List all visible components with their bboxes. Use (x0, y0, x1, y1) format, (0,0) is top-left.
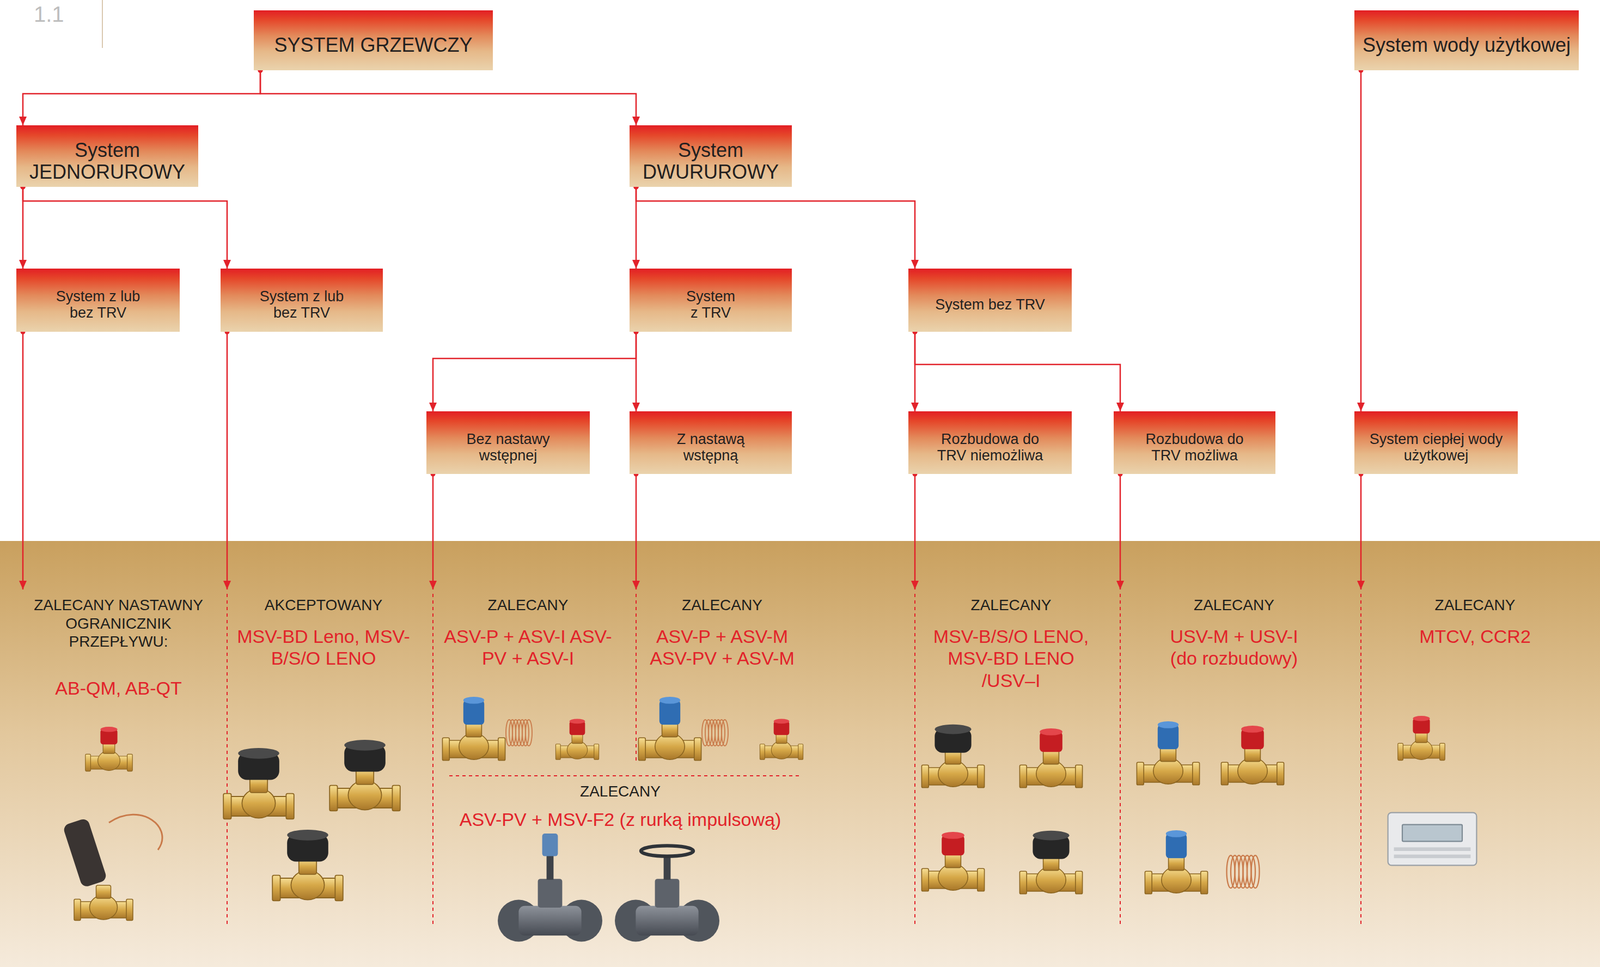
box-label: Z nastawą wstępną (672, 431, 749, 464)
valve-icon (329, 739, 401, 811)
product-list: ASV-P + ASV-I ASV-PV + ASV-I (435, 625, 621, 670)
connector (635, 473, 638, 590)
capillary-icon (701, 719, 729, 746)
box-label: System JEDNORUROWY (24, 139, 191, 183)
page-number: 1.1 (33, 2, 65, 27)
recommendation-panel: ZALECANY ASV-P + ASV-M ASV-PV + ASV-M (629, 589, 815, 769)
box-label: System ciepłej wody użytkowej (1362, 431, 1510, 464)
category-box: Rozbudowa do TRV możliwa (1113, 411, 1276, 474)
connector (22, 70, 261, 126)
valve-icon (921, 831, 985, 891)
connector (914, 331, 1121, 412)
result-band (0, 540, 1600, 967)
category-box: SYSTEM GRZEWCZY (253, 10, 493, 71)
controller-icon (1388, 812, 1477, 866)
category-box: System DWURUROWY (629, 125, 792, 187)
connector (914, 473, 916, 590)
recommendation-panel: ZALECANY MTCV, CCR2 (1354, 589, 1596, 926)
category-box: System wody użytkowej (1354, 10, 1579, 71)
panel-heading: ZALECANY (1125, 595, 1343, 615)
recommendation-panel: ZALECANY ASV-PV + MSV-F2 (z rurką impulso… (426, 775, 815, 964)
panel-heading: ZALECANY (435, 595, 621, 615)
valve-icon (85, 726, 133, 772)
product-list: AB-QM, AB-QT (26, 676, 212, 700)
panel-heading: ZALECANY (918, 595, 1104, 615)
product-list: ASV-PV + MSV-F2 (z rurką impulsową) (435, 808, 806, 831)
box-label: System bez TRV (935, 296, 1046, 314)
recommendation-panel: ZALECANY MSV-B/S/O LENO, MSV-BD LENO /USV… (908, 589, 1114, 926)
connector (636, 186, 915, 269)
category-box: System ciepłej wody użytkowej (1354, 411, 1518, 474)
valve-icon (759, 718, 803, 760)
panel-heading: ZALECANY (634, 595, 810, 615)
connector (432, 473, 435, 590)
actuator-valve-icon (62, 814, 163, 920)
capillary-icon (505, 719, 533, 746)
valve-icon (1019, 830, 1083, 894)
category-box: Z nastawą wstępną (629, 411, 792, 474)
valve-icon (1019, 728, 1083, 788)
category-box: System bez TRV (908, 268, 1072, 332)
valve-icon (555, 718, 599, 760)
category-box: System z TRV (629, 268, 792, 332)
product-list: ASV-P + ASV-M ASV-PV + ASV-M (634, 625, 810, 670)
recommendation-panel: ZALECANY USV-M + USV-I (do rozbudowy) (1113, 589, 1355, 926)
flanged-valve-icon (614, 845, 720, 942)
panel-heading: ZALECANY (1366, 595, 1585, 615)
category-box: System z lub bez TRV (220, 268, 383, 332)
capillary-icon (1226, 855, 1260, 888)
connector (226, 331, 229, 590)
valve-icon (223, 747, 295, 820)
valve-icon (638, 696, 701, 761)
panel-heading: ZALECANY NASTAWNY OGRANICZNIK PRZEPŁYWU: (28, 595, 209, 651)
connector (635, 331, 638, 412)
connector (1360, 473, 1363, 590)
product-list: USV-M + USV-I (do rozbudowy) (1160, 625, 1308, 670)
box-label: System z lub bez TRV (247, 288, 357, 321)
connector (432, 331, 637, 412)
box-label: System z lub bez TRV (43, 288, 153, 321)
panel-heading: ZALECANY (435, 782, 806, 801)
category-box: System JEDNORUROWY (16, 125, 199, 187)
panel-heading: AKCEPTOWANY (230, 595, 417, 615)
connector (22, 331, 24, 590)
product-list: MSV-B/S/O LENO, MSV-BD LENO /USV–I (926, 625, 1096, 692)
column-dividers (227, 593, 1361, 926)
recommendation-panel: ZALECANY ASV-P + ASV-I ASV-PV + ASV-I (426, 589, 630, 769)
connector (1119, 473, 1122, 590)
recommendation-panel: ZALECANY NASTAWNY OGRANICZNIK PRZEPŁYWU:… (16, 589, 221, 926)
valve-icon (1144, 829, 1208, 894)
box-label: Rozbudowa do TRV niemożliwa (924, 431, 1056, 464)
box-label: System z TRV (680, 288, 741, 321)
page-rule (101, 0, 103, 48)
valve-icon (1136, 721, 1200, 785)
box-label: Bez nastawy wstępnej (461, 431, 555, 464)
valve-icon (1220, 725, 1284, 785)
category-box: Bez nastawy wstępnej (426, 411, 590, 474)
recommendation-panel: AKCEPTOWANY MSV-BD Leno, MSV-B/S/O LENO (220, 589, 427, 926)
product-list: MSV-BD Leno, MSV-B/S/O LENO (228, 625, 419, 670)
valve-icon (442, 696, 505, 761)
category-box: Rozbudowa do TRV niemożliwa (908, 411, 1072, 474)
category-box: System z lub bez TRV (16, 268, 180, 332)
box-label: Rozbudowa do TRV możliwa (1129, 431, 1261, 464)
product-list: MTCV, CCR2 (1366, 625, 1585, 648)
connector (22, 186, 228, 269)
connector (1360, 70, 1363, 412)
box-label: SYSTEM GRZEWCZY (273, 34, 473, 57)
connector (260, 70, 637, 126)
valve-icon (921, 724, 985, 788)
box-label: System DWURUROWY (636, 139, 785, 183)
box-label: System wody użytkowej (1362, 34, 1571, 57)
valve-icon (1397, 715, 1445, 761)
flanged-valve-icon (497, 833, 603, 942)
valve-icon (272, 829, 344, 901)
